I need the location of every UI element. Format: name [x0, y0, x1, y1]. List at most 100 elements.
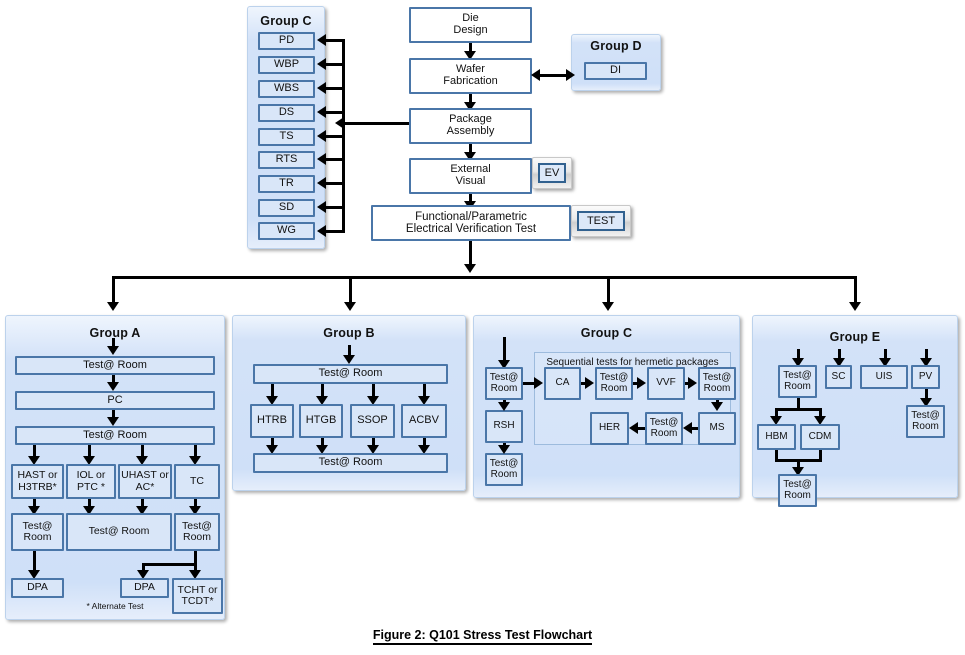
conn-external-func	[469, 194, 472, 205]
e-branch-hbm-arrow	[770, 416, 782, 425]
pkg-to-groupc-arrow	[335, 117, 344, 129]
node-tr[interactable]: TR	[258, 175, 315, 193]
node-a-dpa-2[interactable]: DPA	[120, 578, 169, 598]
node-functional-parametric-test[interactable]: Functional/Parametric Electrical Verific…	[371, 205, 571, 241]
node-c-test-room-4[interactable]: Test@ Room	[698, 367, 736, 400]
node-sd[interactable]: SD	[258, 199, 315, 217]
node-label: RTS	[275, 153, 298, 166]
badge-ev[interactable]: EV	[532, 157, 572, 189]
feeder-sd-arrow	[317, 201, 326, 213]
node-c-ms[interactable]: MS	[698, 412, 736, 445]
node-label: HTGB	[305, 414, 337, 427]
e-fan-2	[838, 349, 841, 361]
feeder-ds-arrow	[317, 106, 326, 118]
node-c-rsh[interactable]: RSH	[485, 410, 523, 443]
node-b-acbv[interactable]: ACBV	[401, 404, 447, 438]
c-conn-test5-her	[635, 427, 645, 430]
node-e-uis[interactable]: UIS	[860, 365, 908, 389]
b-fan-3-arrow	[367, 396, 379, 405]
conn-die-wafer	[469, 43, 472, 54]
node-c-ca[interactable]: CA	[544, 367, 581, 400]
pkg-to-groupc-line	[344, 122, 410, 125]
c-conn-test1-ca-arrow	[534, 377, 543, 389]
node-a-tcht[interactable]: TCHT or TCDT*	[172, 578, 223, 614]
node-label: TR	[279, 177, 294, 190]
b-fan-2	[321, 384, 324, 400]
node-ts[interactable]: TS	[258, 128, 315, 146]
node-label: Functional/Parametric Electrical Verific…	[405, 210, 537, 235]
node-label: Test@ Room	[489, 457, 519, 480]
node-label: Test@ Room	[783, 369, 812, 392]
node-b-htgb[interactable]: HTGB	[299, 404, 343, 438]
node-a-test-room-3[interactable]: Test@ Room	[11, 513, 64, 551]
node-c-her[interactable]: HER	[590, 412, 629, 445]
a-fan-3-arrow	[136, 456, 148, 465]
node-label: WBS	[273, 82, 300, 95]
node-pd[interactable]: PD	[258, 32, 315, 50]
node-c-test-room-3[interactable]: Test@ Room	[595, 367, 633, 400]
node-b-test-room-1[interactable]: Test@ Room	[253, 364, 448, 384]
node-c-test-room-5[interactable]: Test@ Room	[645, 412, 683, 445]
node-di[interactable]: DI	[584, 62, 647, 80]
e-branch-hbm	[775, 408, 778, 420]
node-label: Test@ Room	[702, 371, 732, 394]
node-a-test-room-1[interactable]: Test@ Room	[15, 356, 215, 375]
node-a-iol[interactable]: IOL or PTC *	[66, 464, 116, 499]
node-package-assembly[interactable]: Package Assembly	[409, 108, 532, 144]
a-branch-dpa2-arrow	[137, 570, 149, 579]
node-a-test-room-4[interactable]: Test@ Room	[66, 513, 172, 551]
node-wbp[interactable]: WBP	[258, 56, 315, 74]
node-label: Package Assembly	[446, 113, 495, 137]
node-a-test-room-2[interactable]: Test@ Room	[15, 426, 215, 445]
e-merge-down	[797, 459, 800, 471]
node-c-test-room-2[interactable]: Test@ Room	[485, 453, 523, 486]
bus-feed-arrow	[464, 264, 476, 273]
b-fan-2-arrow	[316, 396, 328, 405]
node-e-test-room-2[interactable]: Test@ Room	[906, 405, 945, 438]
node-b-ssop[interactable]: SSOP	[350, 404, 395, 438]
group-b-title: Group B	[323, 326, 375, 340]
conn-wafer-groupd	[540, 74, 572, 77]
e-branch-top	[775, 408, 822, 411]
node-b-htrb[interactable]: HTRB	[250, 404, 294, 438]
a-fan-2-arrow	[83, 456, 95, 465]
node-e-test-room-1[interactable]: Test@ Room	[778, 365, 817, 398]
c-conn-test4-ms-arrow	[711, 402, 723, 411]
a-conn-2-arrow	[107, 417, 119, 426]
figure-caption-text: Figure 2: Q101 Stress Test Flowchart	[372, 628, 593, 645]
a-conn-test5-down	[194, 551, 197, 566]
node-wbs[interactable]: WBS	[258, 80, 315, 98]
node-e-test-room-3[interactable]: Test@ Room	[778, 474, 817, 507]
node-label: TC	[190, 474, 204, 487]
node-b-test-room-2[interactable]: Test@ Room	[253, 453, 448, 473]
node-e-pv[interactable]: PV	[911, 365, 940, 389]
node-ds[interactable]: DS	[258, 104, 315, 122]
node-external-visual[interactable]: External Visual	[409, 158, 532, 194]
group-d-title: Group D	[590, 39, 642, 53]
node-label: UHAST or AC*	[121, 469, 169, 493]
node-e-sc[interactable]: SC	[825, 365, 852, 389]
node-label: Test@ Room	[318, 456, 383, 469]
node-wg[interactable]: WG	[258, 222, 315, 240]
feeder-wg	[326, 230, 344, 233]
badge-test-label: TEST	[577, 211, 625, 231]
node-a-dpa-1[interactable]: DPA	[11, 578, 64, 598]
c-conn-in-arrow	[498, 360, 510, 369]
node-a-pc[interactable]: PC	[15, 391, 215, 410]
node-e-hbm[interactable]: HBM	[757, 424, 796, 450]
node-c-vvf[interactable]: VVF	[647, 367, 685, 400]
badge-test[interactable]: TEST	[571, 205, 631, 237]
node-die-design[interactable]: Die Design	[409, 7, 532, 43]
node-a-tc[interactable]: TC	[174, 464, 220, 499]
node-c-test-room-1[interactable]: Test@ Room	[485, 367, 523, 400]
node-a-hast[interactable]: HAST or H3TRB*	[11, 464, 64, 499]
node-rts[interactable]: RTS	[258, 151, 315, 169]
node-a-test-room-5[interactable]: Test@ Room	[174, 513, 220, 551]
node-label: Test@ Room	[599, 371, 629, 394]
node-e-cdm[interactable]: CDM	[800, 424, 840, 450]
node-label: External Visual	[450, 163, 491, 187]
node-a-uhast[interactable]: UHAST or AC*	[118, 464, 172, 499]
node-label: DPA	[27, 581, 48, 594]
node-label: HER	[598, 422, 621, 434]
node-wafer-fabrication[interactable]: Wafer Fabrication	[409, 58, 532, 94]
